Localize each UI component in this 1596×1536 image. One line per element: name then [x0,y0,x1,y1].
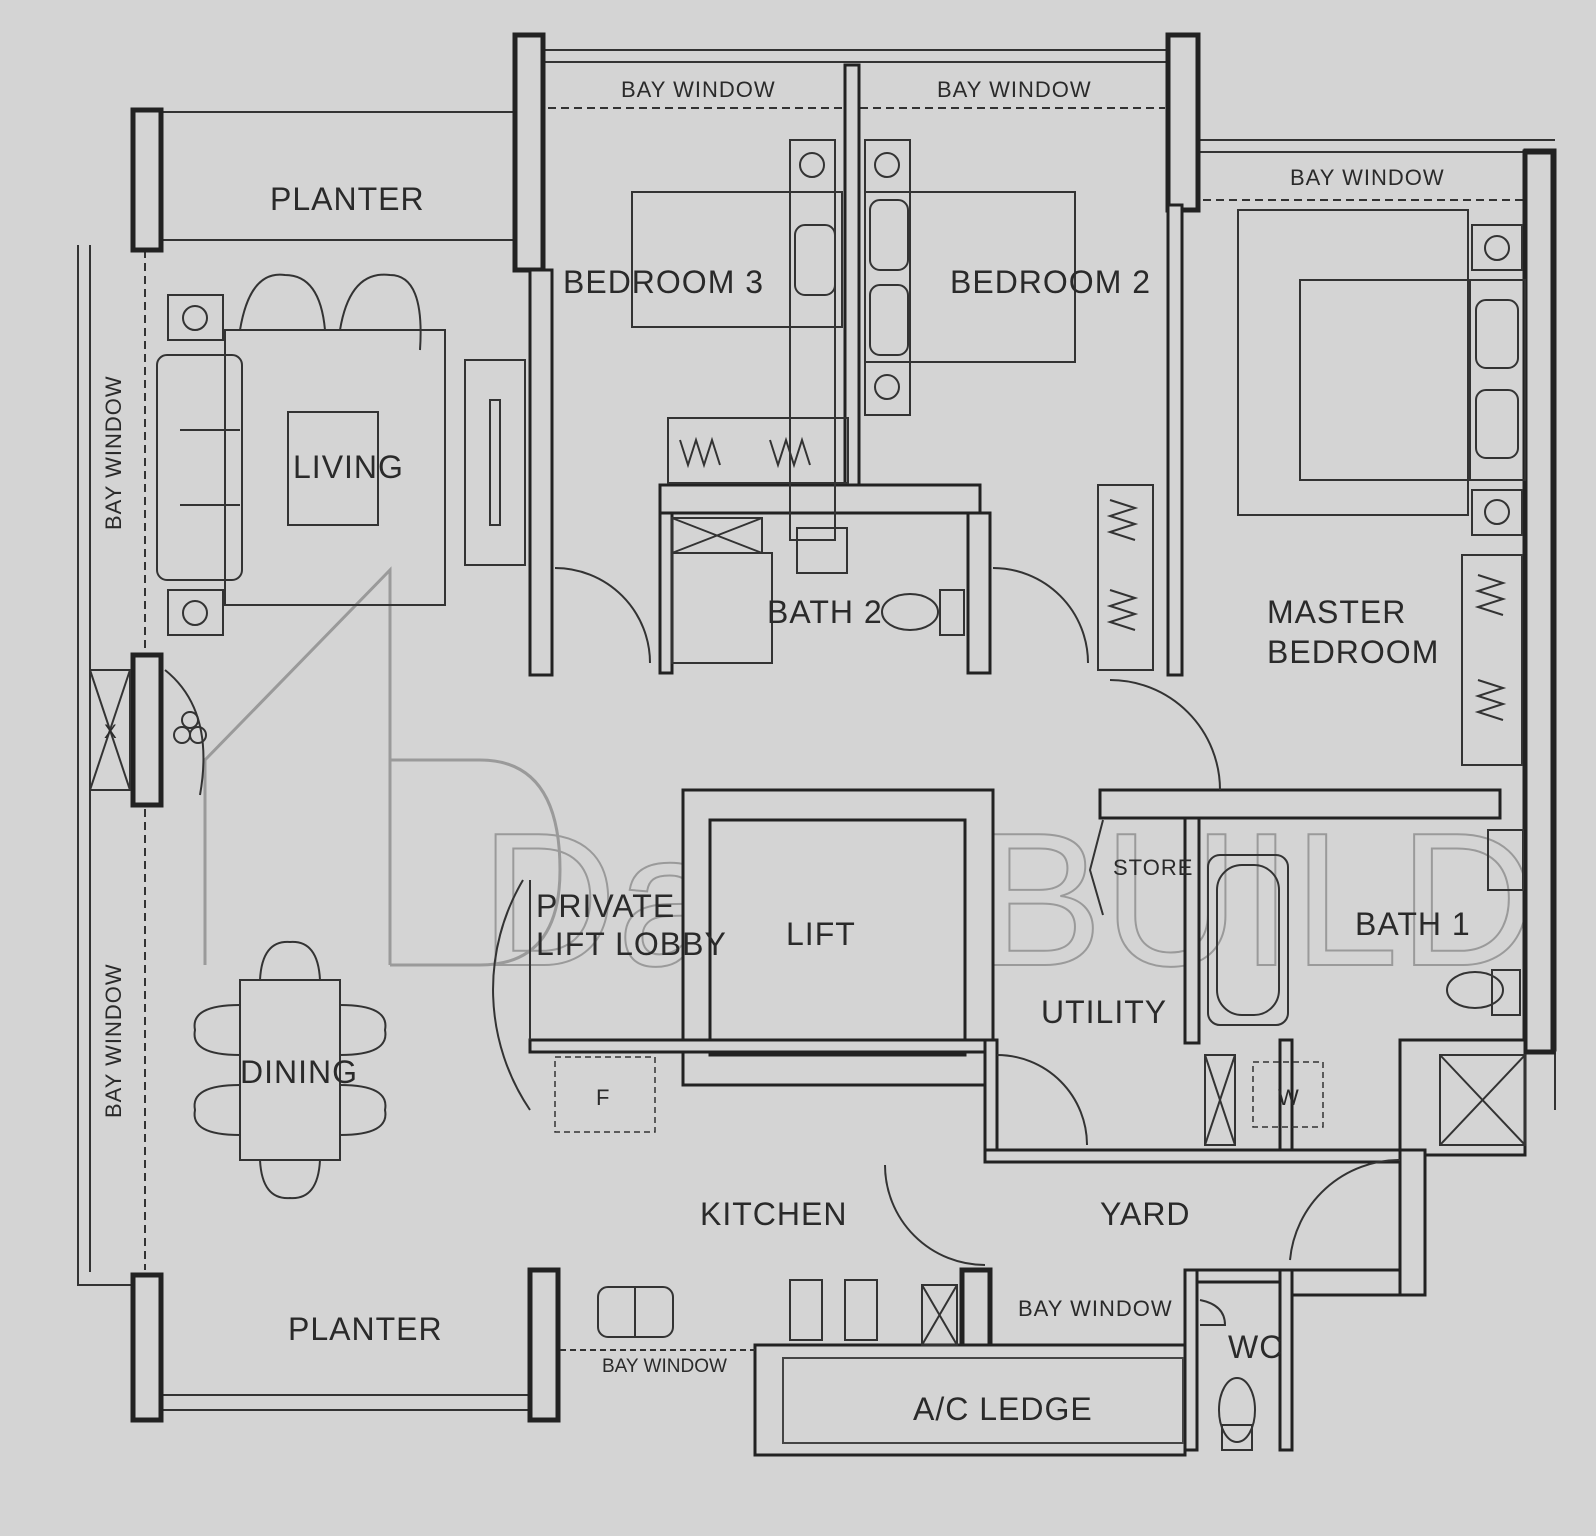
room-label-kitchen: KITCHEN [700,1196,847,1232]
bay-window-label-master: BAY WINDOW [1290,165,1445,190]
window-labels: BAY WINDOW BAY WINDOW BAY WINDOW BAY WIN… [101,77,1445,1377]
washer-label: W [1278,1085,1300,1110]
bay-window-label-yard: BAY WINDOW [1018,1296,1173,1321]
room-label-master-bedroom-line1: MASTER [1267,594,1406,630]
room-label-living: LIVING [293,449,404,485]
room-label-planter-bottom: PLANTER [288,1311,443,1347]
room-label-bedroom-2: BEDROOM 2 [950,264,1151,300]
room-label-planter-top: PLANTER [270,181,425,217]
room-label-bath-1: BATH 1 [1355,906,1471,942]
fixture-labels: F W X [104,722,1300,1110]
room-label-yard: YARD [1100,1196,1191,1232]
room-label-wc: WC [1228,1329,1283,1365]
bay-window-label-living: BAY WINDOW [101,375,126,530]
room-label-utility: UTILITY [1041,994,1167,1030]
room-label-ac-ledge: A/C LEDGE [913,1391,1093,1427]
columns [130,32,1556,1423]
fridge-label: F [596,1085,610,1110]
bay-window-label-kitchen: BAY WINDOW [602,1356,727,1377]
room-label-master-bedroom-line2: BEDROOM [1267,634,1439,670]
furniture [89,139,1526,1451]
room-label-bedroom-3: BEDROOM 3 [563,264,764,300]
watermark-text: Daitri.BUILD [480,794,1536,1006]
bay-window-label-top-left: BAY WINDOW [621,77,776,102]
shaft-mark-label: X [104,722,117,743]
room-labels: PLANTER LIVING BEDROOM 3 BEDROOM 2 BATH … [240,181,1471,1427]
bay-window-label-dining: BAY WINDOW [101,963,126,1118]
watermark-house-logo [203,566,562,967]
room-label-lift-lobby-line2: LIFT LOBBY [536,926,727,962]
bay-window-label-top-right: BAY WINDOW [937,77,1092,102]
watermark: Daitri.BUILD [203,566,1537,1007]
doors [492,567,1401,1266]
room-label-dining: DINING [240,1054,358,1090]
room-label-lift-lobby-line1: PRIVATE [536,888,675,924]
room-label-bath-2: BATH 2 [767,594,883,630]
room-label-store: STORE [1113,855,1193,880]
interior-walls [528,63,1527,1457]
room-label-lift: LIFT [786,916,856,952]
